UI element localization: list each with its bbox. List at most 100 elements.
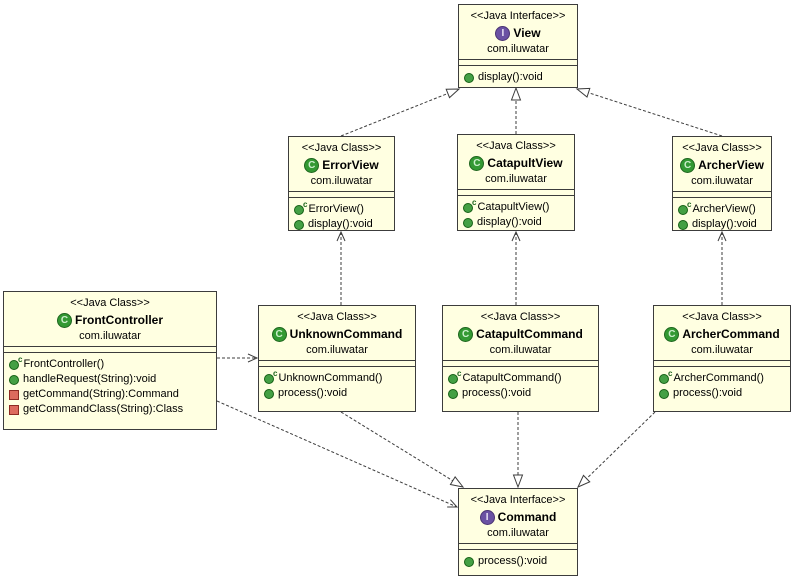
stereotype-label: <<Java Class>> — [70, 297, 150, 309]
public-method-icon — [464, 556, 474, 567]
package-label: com.iluwatar — [485, 173, 547, 185]
constructor-sup-glyph: c — [273, 368, 278, 378]
package-label: com.iluwatar — [691, 344, 753, 356]
constructor-sup-glyph: c — [687, 199, 692, 209]
interface-icon: I — [479, 509, 495, 525]
methods-compartment: display():void — [459, 65, 577, 87]
interface-icon: I — [495, 25, 511, 41]
stereotype-label: <<Java Class>> — [682, 142, 762, 154]
class-icon: C — [271, 326, 287, 342]
member-label: getCommand(String):Command — [23, 388, 179, 400]
member-row: process():void — [659, 386, 786, 401]
stereotype-label: <<Java Class>> — [480, 311, 561, 323]
stereotype-label: <<Java Class>> — [476, 140, 556, 152]
member-label: UnknownCommand() — [278, 372, 383, 384]
private-method-icon — [9, 389, 19, 400]
member-label: FrontController() — [23, 358, 105, 370]
member-label: CatapultCommand() — [462, 372, 562, 384]
member-label: process():void — [278, 387, 348, 399]
constructor-icon — [659, 373, 669, 384]
constructor-icon — [448, 373, 458, 384]
member-label: CatapultView() — [477, 201, 550, 213]
type-name: ArcherView — [698, 158, 764, 172]
public-method-icon — [464, 72, 474, 83]
attributes-compartment — [654, 360, 790, 366]
constructor-sup-glyph: c — [18, 354, 23, 364]
stereotype-label: <<Java Interface>> — [470, 10, 566, 22]
member-label: ArcherCommand() — [673, 372, 764, 384]
public-method-icon — [463, 217, 473, 228]
class-icon: C — [458, 326, 474, 342]
constructor-icon — [678, 204, 688, 215]
member-label: handleRequest(String):void — [23, 373, 157, 385]
public-method-icon — [448, 388, 458, 399]
constructor-icon — [294, 204, 304, 215]
class-icon: C — [304, 157, 320, 173]
member-label: ArcherView() — [692, 203, 756, 215]
attributes-compartment — [459, 543, 577, 549]
stereotype-label: <<Java Class>> — [682, 311, 762, 323]
edge-archerview-implements-view — [575, 87, 723, 137]
package-label: com.iluwatar — [310, 175, 373, 187]
public-method-icon — [294, 219, 304, 230]
public-method-icon — [264, 388, 274, 399]
type-name: CatapultCommand — [476, 327, 583, 341]
member-label: display():void — [308, 218, 373, 230]
class-icon: C — [57, 312, 72, 328]
public-method-icon — [9, 374, 19, 385]
member-row: getCommand(String):Command — [9, 387, 212, 402]
edge-archercommand-implements-command — [576, 411, 656, 488]
constructor-sup-glyph: c — [457, 368, 462, 378]
member-row: display():void — [464, 70, 573, 85]
member-row: process():void — [448, 386, 594, 401]
type-name: View — [513, 26, 541, 40]
member-row: process():void — [464, 554, 573, 569]
methods-compartment: process():void — [459, 549, 577, 575]
member-label: process():void — [478, 555, 548, 567]
member-label: getCommandClass(String):Class — [23, 403, 184, 415]
package-label: com.iluwatar — [487, 527, 549, 539]
stereotype-label: <<Java Interface>> — [470, 494, 566, 506]
constructor-icon — [463, 202, 473, 213]
type-name: UnknownCommand — [289, 327, 403, 341]
private-method-icon — [9, 404, 19, 415]
member-label: ErrorView() — [308, 203, 364, 215]
constructor-icon — [9, 359, 19, 370]
attributes-compartment — [443, 360, 598, 366]
type-name: Command — [497, 510, 557, 524]
package-label: com.iluwatar — [79, 330, 141, 342]
package-label: com.iluwatar — [487, 43, 549, 55]
type-name: FrontController — [75, 313, 163, 327]
